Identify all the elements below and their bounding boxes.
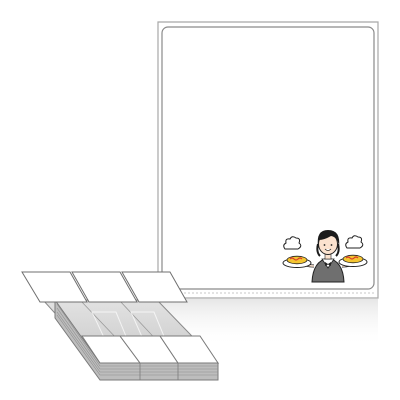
stack-top-label-2 [71, 271, 138, 303]
stack-top-label-3 [121, 271, 188, 303]
waiter-with-omelette-plates-icon [282, 230, 368, 283]
fanfold-label-stack [21, 271, 220, 381]
label-sheet [157, 21, 379, 347]
sheet-label [161, 26, 375, 290]
stack-bottom-label-3 [159, 335, 219, 364]
stack-top-label-1 [21, 271, 88, 303]
